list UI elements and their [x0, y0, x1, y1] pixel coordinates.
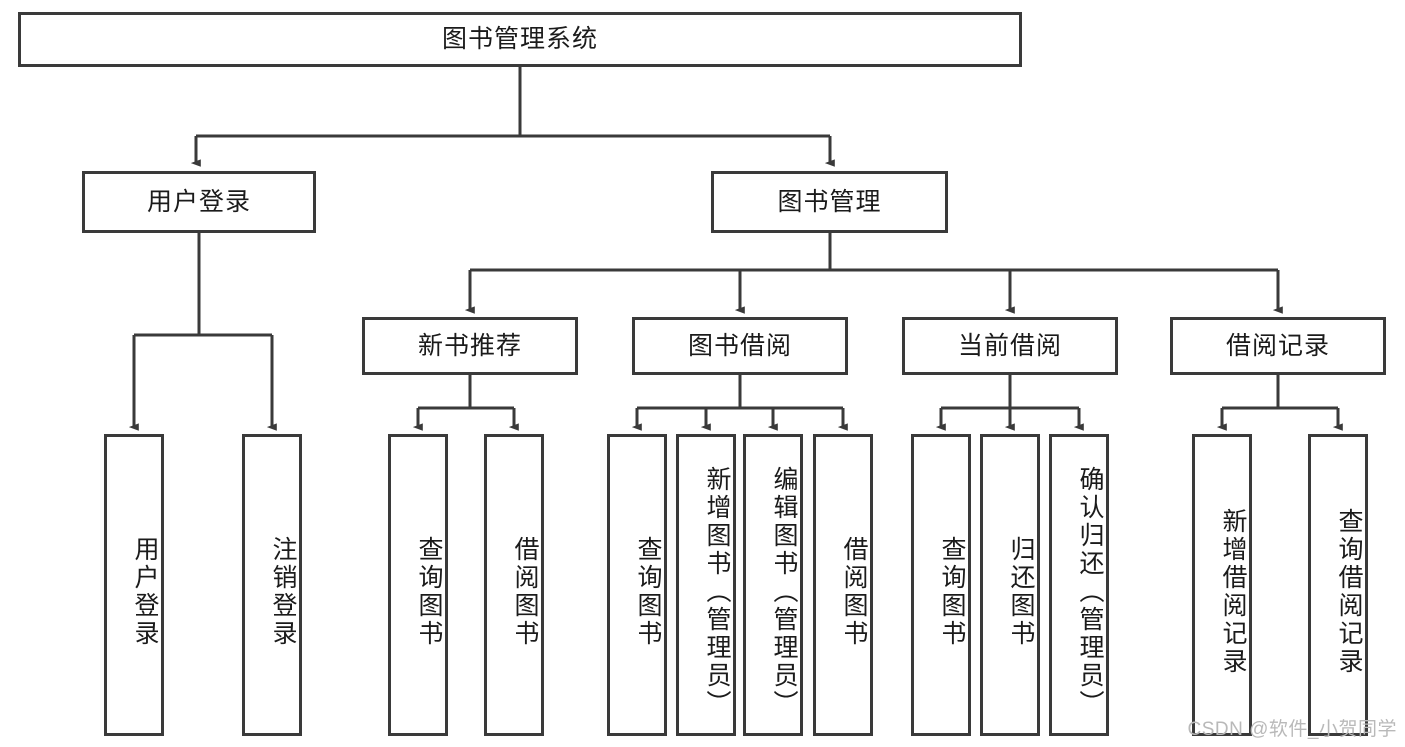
watermark-credit: CSDN @软件_小贺同学	[1187, 719, 1397, 740]
node-book-borrow[interactable]: 图书借阅	[632, 317, 848, 375]
leaf-book-borrow-query[interactable]: 查询图书	[607, 434, 667, 736]
leaf-book-borrow-borrow[interactable]: 借阅图书	[813, 434, 873, 736]
leaf-current-borrow-query[interactable]: 查询图书	[911, 434, 971, 736]
leaf-borrow-records-query[interactable]: 查询借阅记录	[1308, 434, 1368, 736]
node-book-management[interactable]: 图书管理	[711, 171, 948, 233]
leaf-current-borrow-confirm[interactable]: 确认归还（管理员）	[1049, 434, 1109, 736]
node-user-login[interactable]: 用户登录	[82, 171, 316, 233]
leaf-user-login-logout[interactable]: 注销登录	[242, 434, 302, 736]
node-borrow-records[interactable]: 借阅记录	[1170, 317, 1386, 375]
node-current-borrow[interactable]: 当前借阅	[902, 317, 1118, 375]
leaf-user-login-login[interactable]: 用户登录	[104, 434, 164, 736]
leaf-borrow-records-add[interactable]: 新增借阅记录	[1192, 434, 1252, 736]
node-new-book-recommend[interactable]: 新书推荐	[362, 317, 578, 375]
leaf-new-book-borrow[interactable]: 借阅图书	[484, 434, 544, 736]
leaf-current-borrow-return[interactable]: 归还图书	[980, 434, 1040, 736]
leaf-book-borrow-add[interactable]: 新增图书（管理员）	[676, 434, 736, 736]
node-root-system[interactable]: 图书管理系统	[18, 12, 1022, 67]
leaf-new-book-query[interactable]: 查询图书	[388, 434, 448, 736]
leaf-book-borrow-edit[interactable]: 编辑图书（管理员）	[743, 434, 803, 736]
